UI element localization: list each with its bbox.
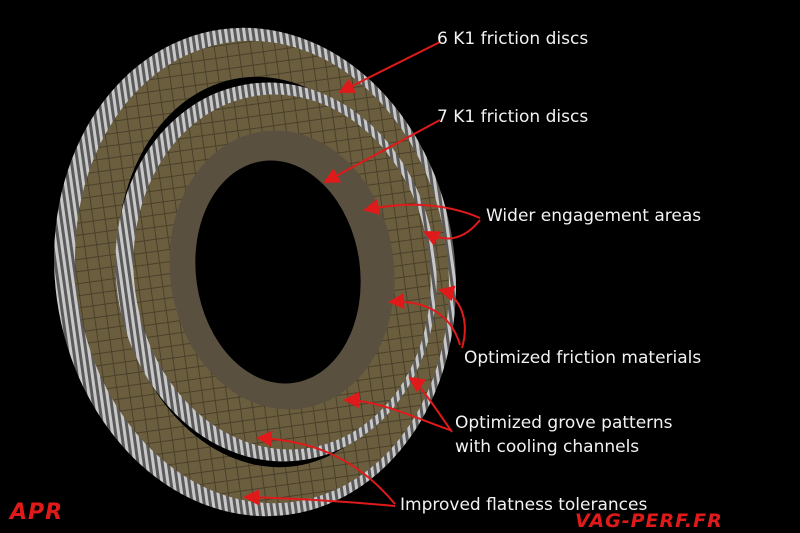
arrow-wider-2 xyxy=(423,219,481,246)
arrow-grove-2 xyxy=(408,376,453,433)
apr-logo: APR xyxy=(10,500,64,525)
arrow-grove-1 xyxy=(343,392,451,431)
arrow-friction-2 xyxy=(438,285,466,349)
vag-perf-logo: VAG-PERF.FR xyxy=(575,510,723,532)
arrow-wider-1 xyxy=(363,199,481,219)
callout-7-k1-discs: 7 K1 friction discs xyxy=(437,107,589,127)
arrow-flatness-2 xyxy=(243,489,396,507)
callout-6-k1-discs: 6 K1 friction discs xyxy=(437,29,589,49)
callout-wider-engagement: Wider engagement areas xyxy=(486,206,702,226)
arrow-friction-1 xyxy=(388,293,461,346)
arrow-flatness-1 xyxy=(256,430,396,505)
callout-friction-materials: Optimized friction materials xyxy=(464,348,702,368)
arrow-7k1 xyxy=(323,119,441,183)
inner-disc-pack xyxy=(115,82,437,462)
arrow-6k1 xyxy=(338,41,441,93)
callout-grove-patterns: Optimized grove patterns xyxy=(455,413,673,433)
callout-flatness: Improved flatness tolerances xyxy=(400,495,648,515)
callout-arrows xyxy=(243,41,481,507)
callout-cooling-channels: with cooling channels xyxy=(455,437,640,457)
